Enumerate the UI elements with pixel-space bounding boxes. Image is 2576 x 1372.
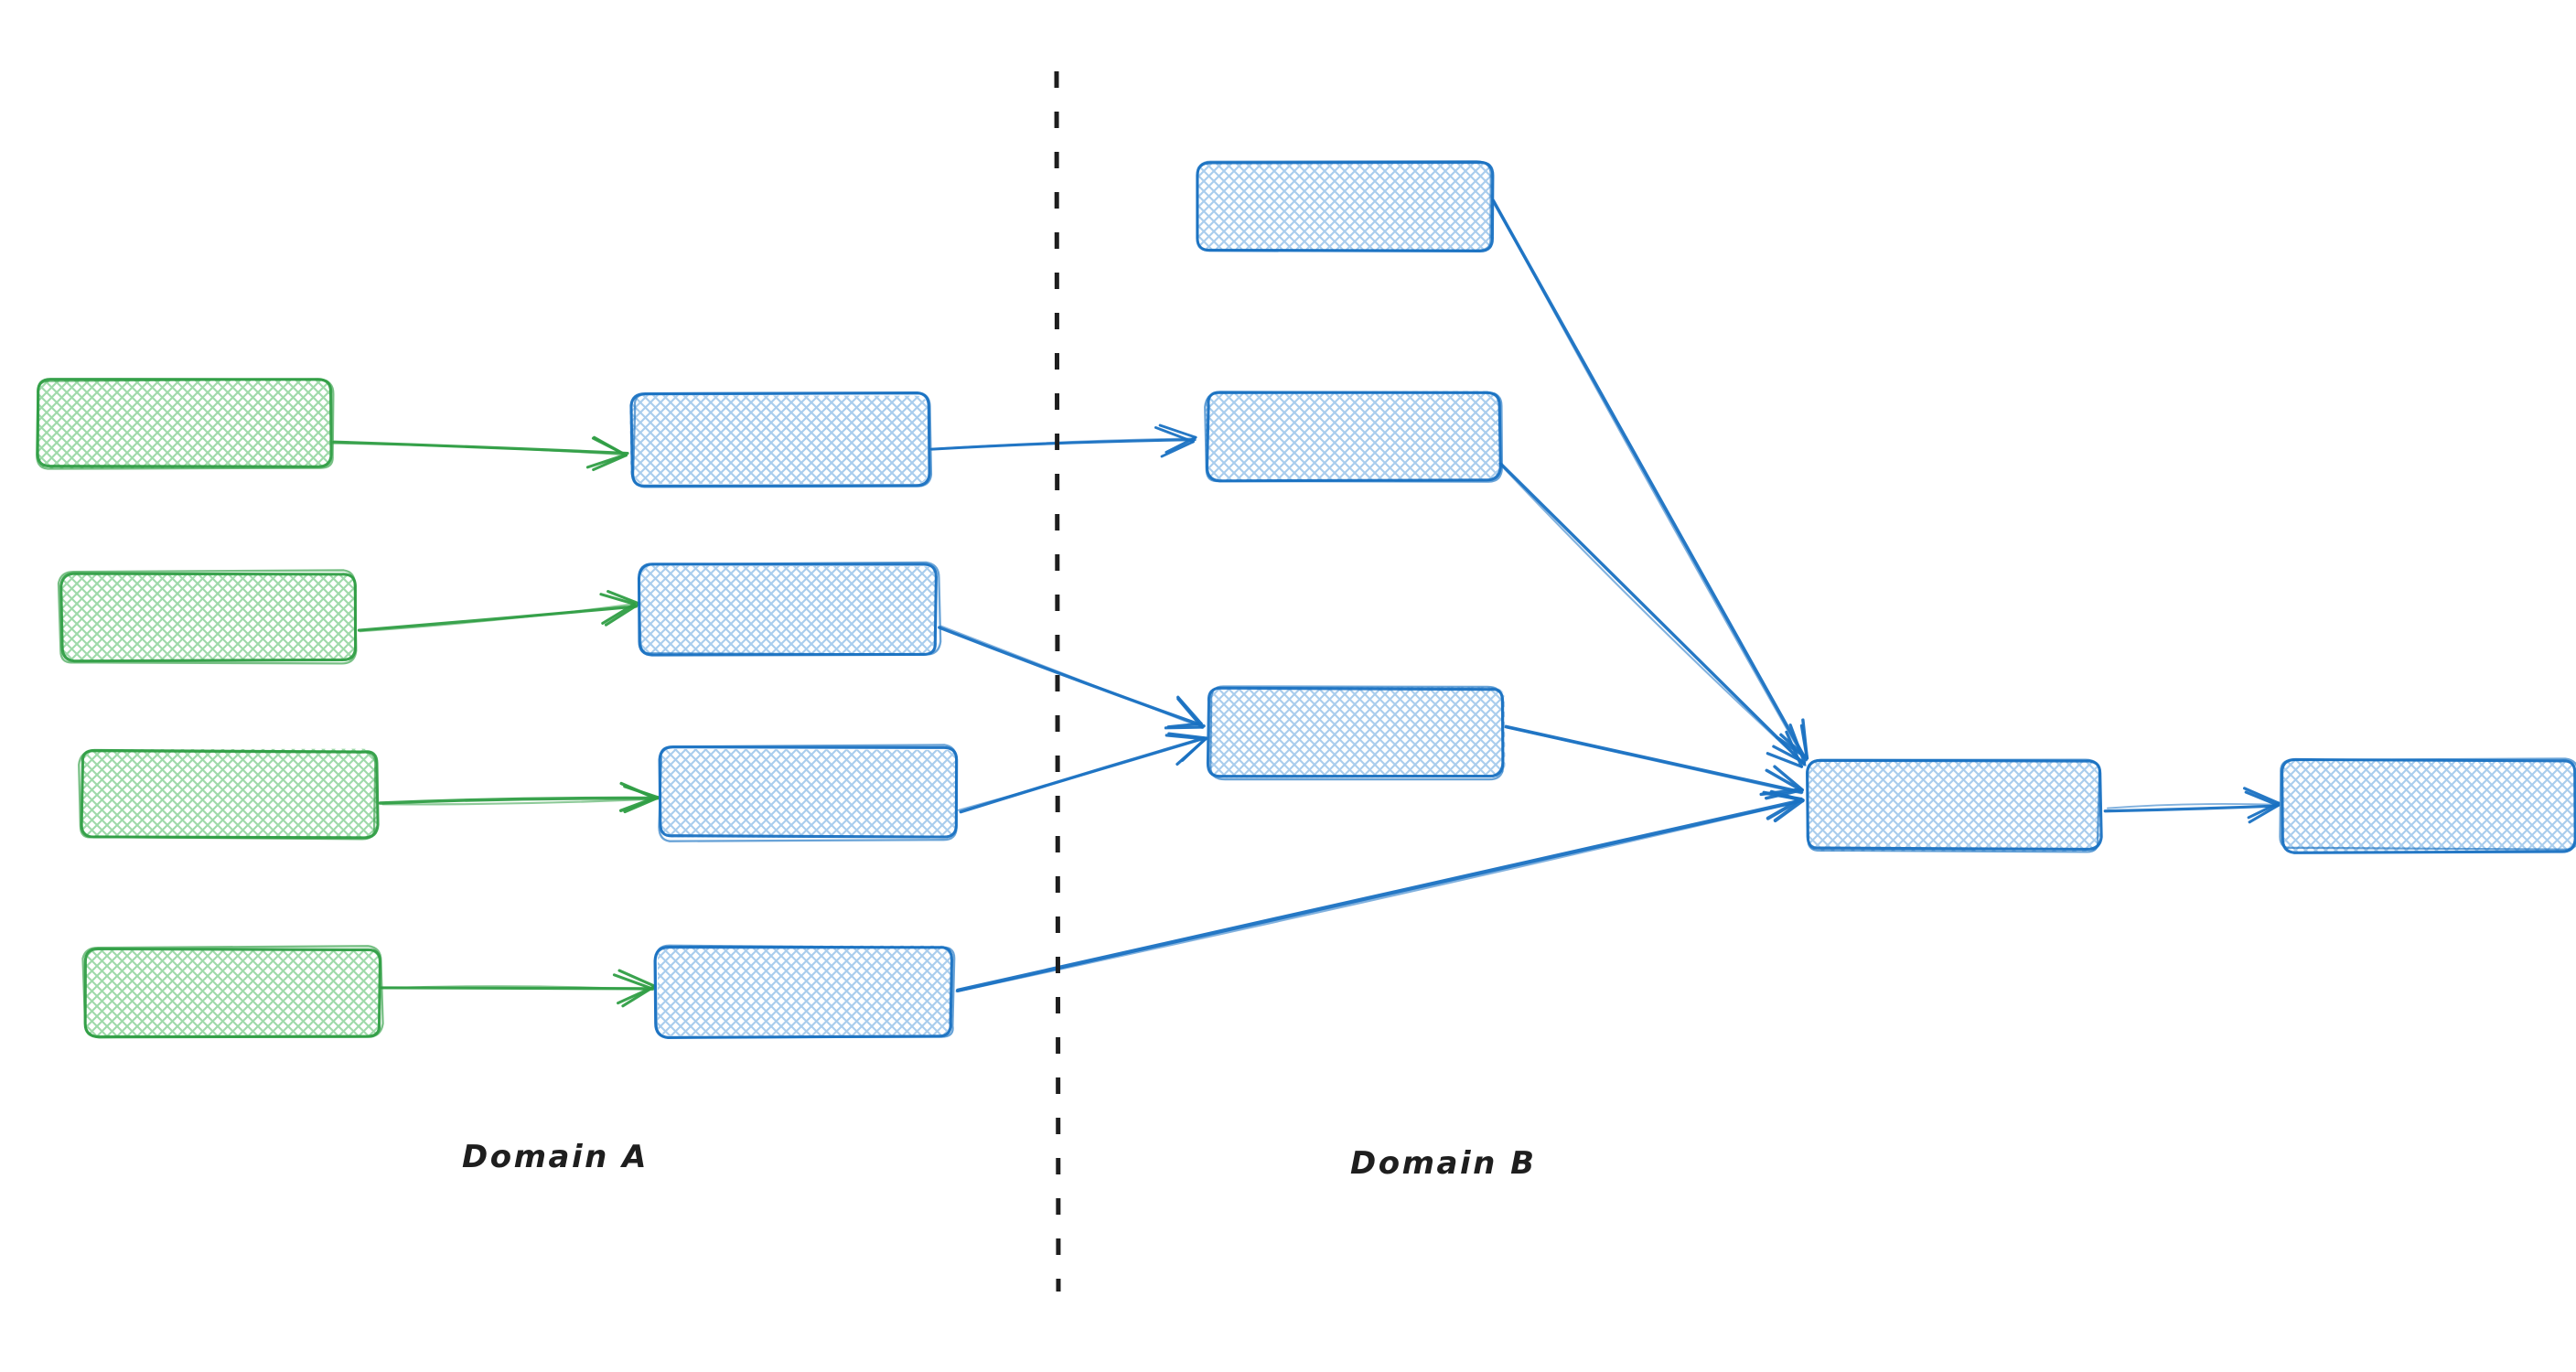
edge-c3-d1 [1504,724,1804,800]
edge-c2-d1 [1498,462,1807,768]
edge-c1-d1 [1491,198,1809,762]
edge-a2-b2 [357,590,641,633]
node-b1[interactable] [629,391,933,488]
edge-a4-b4 [380,969,657,1008]
node-c1[interactable] [1196,160,1495,253]
domain-divider [1054,70,1061,1292]
node-b4[interactable] [653,944,956,1039]
node-d1[interactable] [1805,758,2103,853]
node-c2[interactable] [1204,391,1504,483]
domain-a-label: Domain A [462,1139,649,1175]
divider-layer [1054,70,1061,1292]
node-a1[interactable] [36,378,335,470]
edge-a3-b3 [378,781,660,814]
edge-b1-c2 [928,423,1197,458]
edge-b3-c3 [957,732,1208,814]
nodes-layer [36,160,2576,1039]
edge-a1-b1 [332,435,629,472]
domain-b-label: Domain B [1350,1145,1537,1182]
node-e1[interactable] [2279,757,2576,854]
edge-b4-d1 [955,789,1805,993]
node-a3[interactable] [78,748,380,841]
edges-layer [332,198,2281,1008]
node-a4[interactable] [81,945,384,1039]
node-b2[interactable] [637,561,942,657]
node-c3[interactable] [1206,685,1506,781]
node-a2[interactable] [57,569,358,665]
node-b3[interactable] [658,744,959,842]
edge-d1-e1 [2103,787,2281,824]
edge-b2-c3 [938,625,1206,730]
